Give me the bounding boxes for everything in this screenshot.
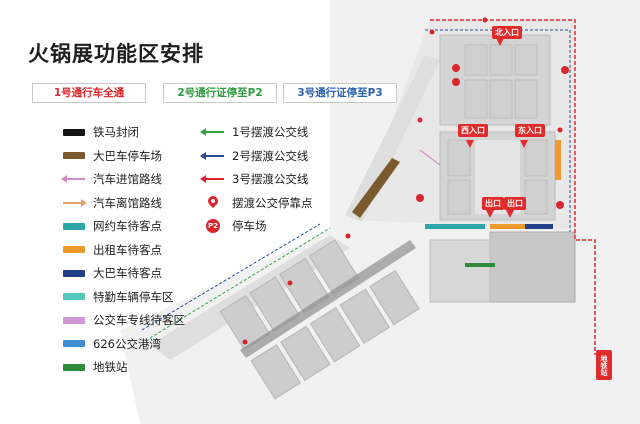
metro-station-swatch-icon bbox=[63, 363, 85, 371]
legend-item-car-entry-route: 汽车进馆路线 bbox=[61, 171, 162, 187]
legend-label: 特勤车辆停车区 bbox=[93, 289, 174, 304]
legend-item-bus-bay-626: 626公交港湾 bbox=[63, 336, 161, 352]
legend-item-shuttle-line-2: 2号摆渡公交线 bbox=[200, 148, 309, 164]
shuttle-red-route bbox=[430, 19, 596, 355]
legend-item-metro-station: 地铁站 bbox=[63, 359, 128, 375]
legend-label: 地铁站 bbox=[93, 360, 128, 374]
diagonal-road bbox=[150, 235, 350, 360]
south-hall-2 bbox=[429, 239, 491, 303]
pass-1-badge: 1号通行车全通 bbox=[32, 83, 146, 103]
green-strip bbox=[465, 263, 495, 267]
shuttle-line-3-swatch-icon bbox=[200, 174, 224, 184]
sw-hall-cluster bbox=[219, 239, 420, 400]
legend-item-ride-hailing-pickup: 网约车待客点 bbox=[63, 218, 162, 234]
parking-badges bbox=[416, 64, 569, 209]
legend-item-parking-lot: P2 停车场 bbox=[202, 218, 267, 234]
legend-label: 2号摆渡公交线 bbox=[232, 148, 309, 163]
exit-label-1: 出口 bbox=[482, 197, 504, 210]
coach-bar bbox=[525, 224, 553, 229]
taxi-bar bbox=[490, 224, 550, 229]
parking-lot-swatch-icon: P2 bbox=[206, 219, 220, 233]
legend-item-bus-parking: 大巴车停车场 bbox=[63, 148, 162, 164]
legend-item-shuttle-line-3: 3号摆渡公交线 bbox=[200, 171, 309, 187]
bus-parking-swatch-icon bbox=[63, 152, 85, 159]
shuttle-line-2-swatch-icon bbox=[200, 151, 224, 161]
legend-label: 出租车待客点 bbox=[93, 242, 162, 257]
legend-item-shuttle-line-1: 1号摆渡公交线 bbox=[200, 124, 309, 140]
east-entrance-label: 东入口 bbox=[515, 124, 545, 137]
legend-label: 626公交港湾 bbox=[93, 336, 161, 351]
taxi-pickup-swatch-icon bbox=[63, 246, 85, 253]
legend-item-bus-line-waiting: 公交车专线待客区 bbox=[63, 312, 185, 328]
legend-item-taxi-pickup: 出租车待客点 bbox=[63, 242, 162, 258]
legend-label: 汽车进馆路线 bbox=[93, 172, 162, 186]
legend-label: 公交车专线待客区 bbox=[93, 313, 185, 327]
page-title: 火锅展功能区安排 bbox=[28, 42, 204, 66]
north-entrance-label: 北入口 bbox=[492, 26, 522, 39]
shuttle-line-1-swatch-icon bbox=[200, 127, 224, 137]
legend-label: 大巴车停车场 bbox=[93, 148, 162, 163]
hall-grid-north bbox=[464, 44, 538, 119]
ride-hailing-pickup-swatch-icon bbox=[63, 222, 85, 230]
legend-item-railway-closure: 铁马封闭 bbox=[63, 124, 139, 140]
legend-item-coach-pickup: 大巴车待客点 bbox=[63, 265, 162, 281]
exit-label-2: 出口 bbox=[504, 197, 526, 210]
sw-corridor bbox=[240, 240, 416, 358]
west-entrance-label: 西入口 bbox=[458, 124, 488, 137]
hall-block-north bbox=[439, 34, 551, 126]
railway-closure-swatch-icon bbox=[63, 128, 85, 136]
legend-label: 摆渡公交停靠点 bbox=[232, 195, 313, 210]
legend-label: 大巴车待客点 bbox=[93, 266, 162, 280]
legend-label: 汽车离馆路线 bbox=[93, 195, 162, 210]
legend-label: 3号摆渡公交线 bbox=[232, 172, 309, 186]
bus-line-waiting-swatch-icon bbox=[63, 316, 85, 324]
car-entry-route-swatch-icon bbox=[61, 174, 85, 184]
bus-bay-626-swatch-icon bbox=[63, 340, 85, 347]
legend-label: 网约车待客点 bbox=[93, 219, 162, 233]
coach-pickup-swatch-icon bbox=[63, 269, 85, 277]
pass-3-badge: 3号通行证停至P3 bbox=[283, 83, 397, 103]
car-entry-pink bbox=[419, 149, 441, 166]
metro-station-tag: 地铁站 bbox=[596, 350, 612, 380]
bus-parking-area bbox=[352, 158, 400, 218]
special-vehicle-parking-swatch-icon bbox=[63, 293, 85, 300]
legend-label: 停车场 bbox=[232, 219, 267, 233]
ride-hailing-bar bbox=[425, 224, 485, 229]
legend-label: 铁马封闭 bbox=[93, 125, 139, 139]
car-exit-route-swatch-icon bbox=[63, 198, 87, 208]
legend-item-special-vehicle-parking: 特勤车辆停车区 bbox=[63, 289, 174, 305]
diagonal-road-2 bbox=[345, 55, 440, 222]
south-hall bbox=[489, 231, 576, 303]
legend-item-shuttle-stop: 摆渡公交停靠点 bbox=[202, 193, 313, 211]
shuttle-stop-swatch-icon bbox=[202, 193, 224, 210]
legend-item-car-exit-route: 汽车离馆路线 bbox=[63, 195, 162, 211]
bus-bay-bar bbox=[555, 140, 561, 180]
pass-2-badge: 2号通行证停至P2 bbox=[163, 83, 277, 103]
legend-label: 1号摆渡公交线 bbox=[232, 125, 309, 139]
